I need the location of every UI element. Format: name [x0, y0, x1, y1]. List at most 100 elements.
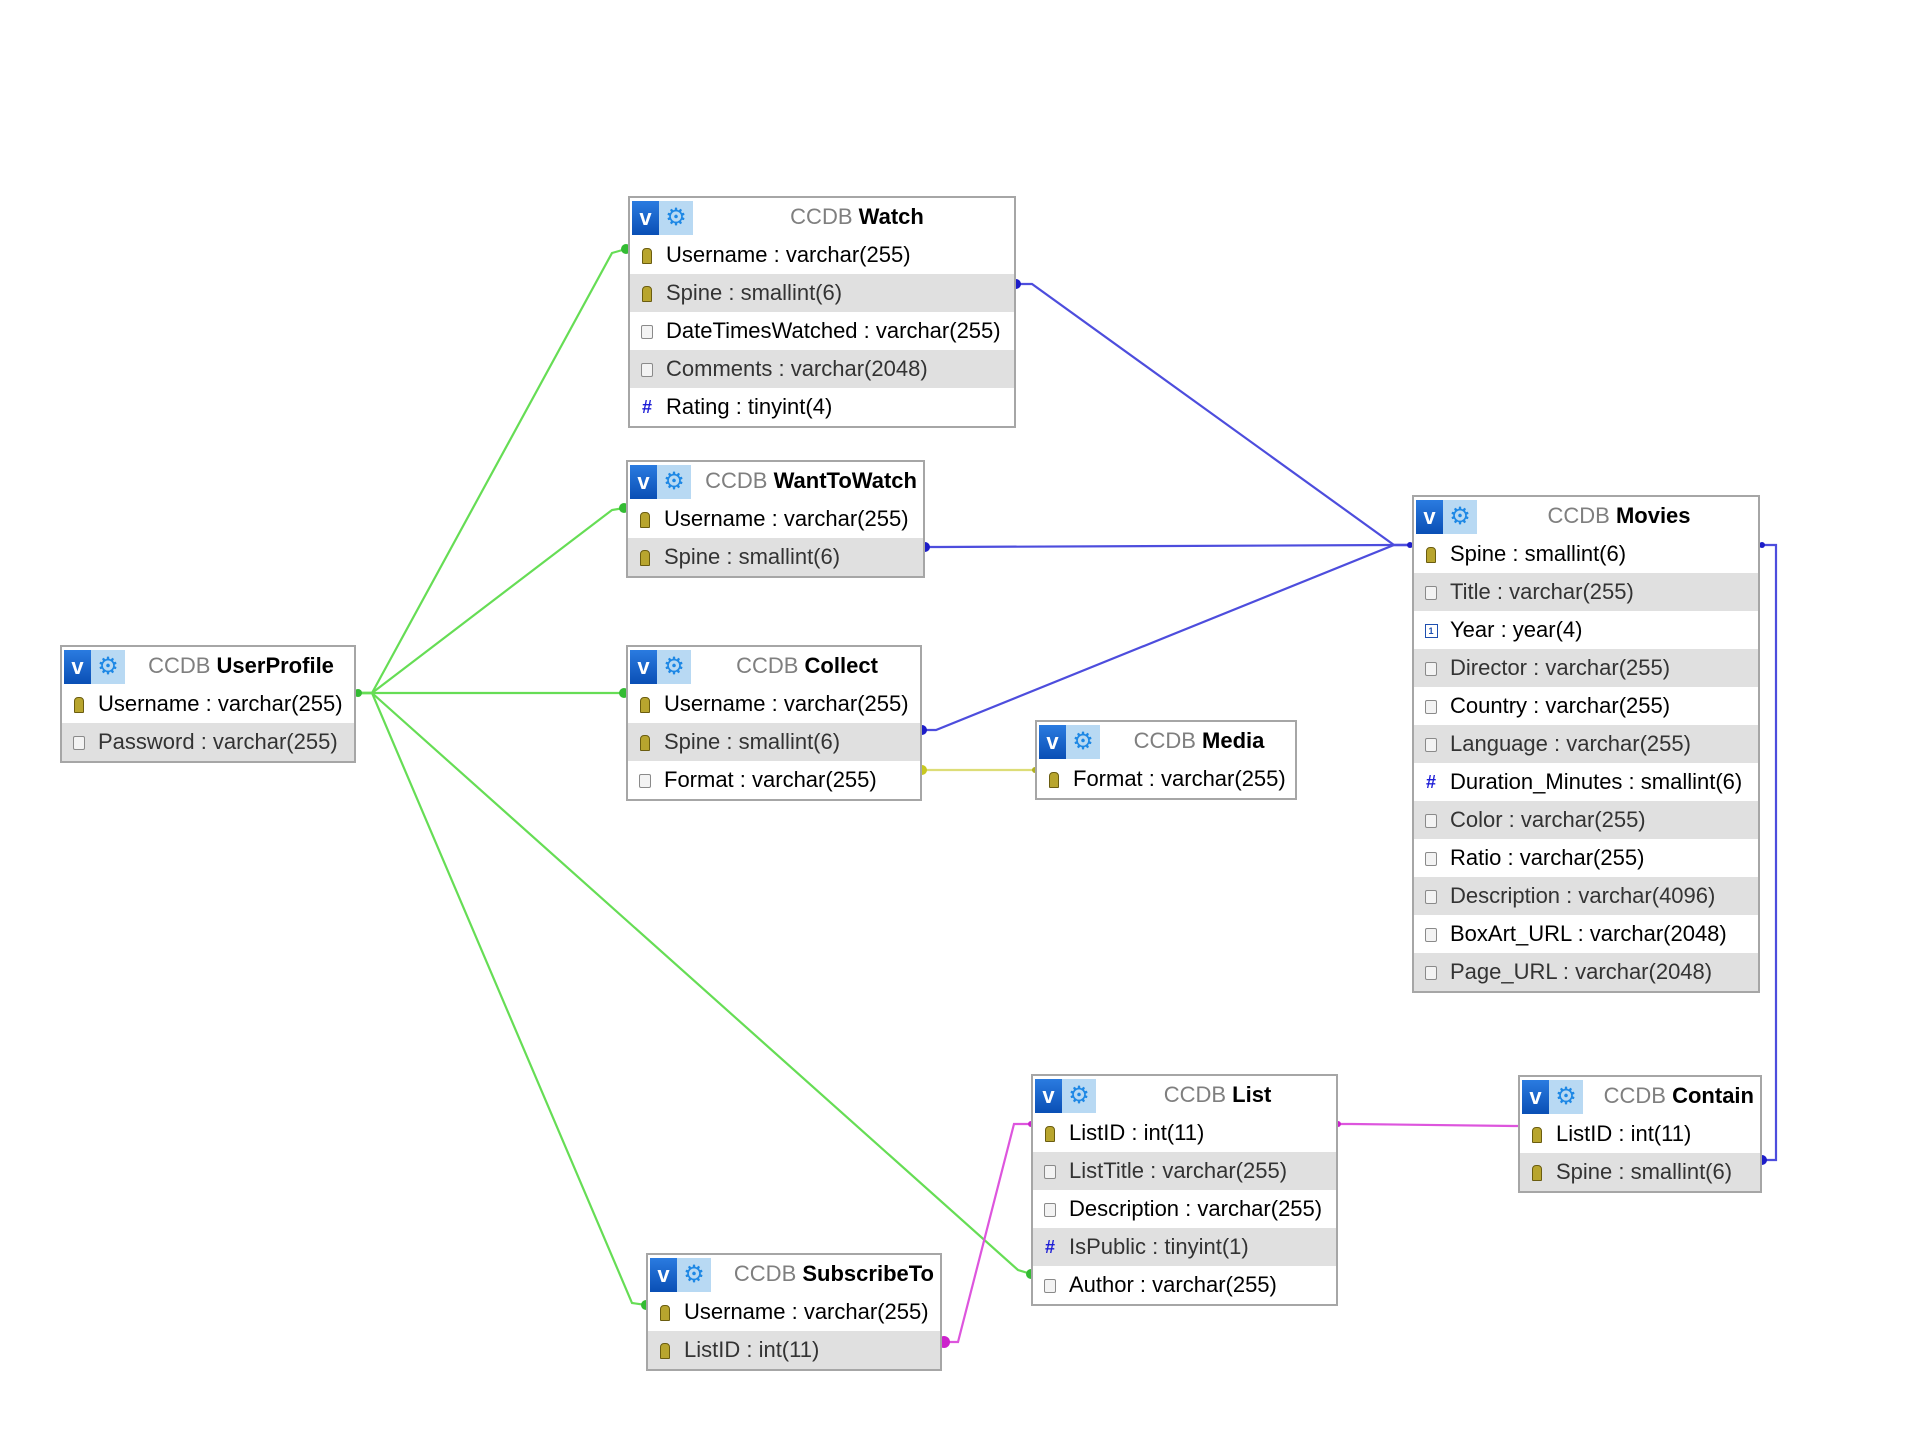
table-list[interactable]: v ⚙ CCDB List ListID : int(11) ListTitle… — [1031, 1074, 1338, 1306]
field-row[interactable]: ListTitle : varchar(255) — [1033, 1152, 1336, 1190]
table-title: CCDB WantToWatch — [705, 468, 917, 493]
field-row[interactable]: Spine : smallint(6) — [1520, 1153, 1760, 1191]
field-row[interactable]: ListID : int(11) — [648, 1331, 940, 1369]
table-header[interactable]: v ⚙ CCDB Collect — [628, 647, 920, 685]
table-wanttowatch[interactable]: v ⚙ CCDB WantToWatch Username : varchar(… — [626, 460, 925, 578]
table-userprofile[interactable]: v ⚙ CCDB UserProfile Username : varchar(… — [60, 645, 356, 763]
gear-icon[interactable]: ⚙ — [1062, 1079, 1096, 1113]
table-header[interactable]: v ⚙ CCDB Media — [1037, 722, 1295, 760]
table-title: CCDB SubscribeTo — [733, 1261, 934, 1286]
field-row[interactable]: Title : varchar(255) — [1414, 573, 1758, 611]
link-subscribeto-list — [944, 1122, 1031, 1344]
field-row[interactable]: Year : year(4) — [1414, 611, 1758, 649]
primary-key-icon — [634, 538, 656, 576]
primary-key-icon — [636, 236, 658, 274]
field-row[interactable]: Description : varchar(255) — [1033, 1190, 1336, 1228]
view-icon[interactable]: v — [1039, 725, 1066, 759]
view-icon[interactable]: v — [64, 650, 91, 684]
field-row[interactable]: #Rating : tinyint(4) — [630, 388, 1014, 426]
primary-key-icon — [1043, 760, 1065, 798]
table-collect[interactable]: v ⚙ CCDB Collect Username : varchar(255)… — [626, 645, 922, 801]
gear-icon[interactable]: ⚙ — [659, 201, 693, 235]
field-row[interactable]: ListID : int(11) — [1520, 1115, 1760, 1153]
table-header[interactable]: v ⚙ CCDB UserProfile — [62, 647, 354, 685]
field-row[interactable]: Director : varchar(255) — [1414, 649, 1758, 687]
view-icon[interactable]: v — [630, 650, 657, 684]
table-header[interactable]: v ⚙ CCDB Watch — [630, 198, 1014, 236]
field-row[interactable]: Username : varchar(255) — [628, 500, 923, 538]
field-row[interactable]: Format : varchar(255) — [628, 761, 920, 799]
field-icon — [1039, 1190, 1061, 1228]
table-header[interactable]: v ⚙ CCDB Movies — [1414, 497, 1758, 535]
view-icon[interactable]: v — [1416, 500, 1443, 534]
field-icon — [634, 761, 656, 799]
view-icon[interactable]: v — [650, 1258, 677, 1292]
numeric-icon: # — [1425, 772, 1436, 792]
link-collect-movies — [922, 543, 1410, 732]
field-row[interactable]: Username : varchar(255) — [62, 685, 354, 723]
table-media[interactable]: v ⚙ CCDB Media Format : varchar(255) — [1035, 720, 1297, 800]
link-userprofile-subscribeto — [358, 691, 647, 1307]
primary-key-icon — [1039, 1114, 1061, 1152]
field-icon — [1420, 687, 1442, 725]
field-icon — [1039, 1266, 1061, 1304]
link-userprofile-wanttowatch — [358, 506, 625, 695]
field-row[interactable]: Spine : smallint(6) — [1414, 535, 1758, 573]
field-row[interactable]: Spine : smallint(6) — [628, 538, 923, 576]
primary-key-icon — [1526, 1115, 1548, 1153]
table-title: CCDB UserProfile — [148, 653, 334, 678]
field-row[interactable]: BoxArt_URL : varchar(2048) — [1414, 915, 1758, 953]
gear-icon[interactable]: ⚙ — [677, 1258, 711, 1292]
gear-icon[interactable]: ⚙ — [657, 465, 691, 499]
year-icon — [1420, 611, 1442, 649]
field-row[interactable]: Username : varchar(255) — [628, 685, 920, 723]
numeric-icon: # — [1044, 1237, 1055, 1257]
view-icon[interactable]: v — [632, 201, 659, 235]
field-icon — [636, 312, 658, 350]
table-subscribeto[interactable]: v ⚙ CCDB SubscribeTo Username : varchar(… — [646, 1253, 942, 1371]
table-contain[interactable]: v ⚙ CCDB Contain ListID : int(11) Spine … — [1518, 1075, 1762, 1193]
field-icon — [1420, 953, 1442, 991]
field-row[interactable]: Username : varchar(255) — [648, 1293, 940, 1331]
table-header[interactable]: v ⚙ CCDB List — [1033, 1076, 1336, 1114]
field-row[interactable]: Format : varchar(255) — [1037, 760, 1295, 798]
field-row[interactable]: Comments : varchar(2048) — [630, 350, 1014, 388]
field-row[interactable]: Color : varchar(255) — [1414, 801, 1758, 839]
gear-icon[interactable]: ⚙ — [1066, 725, 1100, 759]
link-userprofile-list-author — [358, 691, 1032, 1276]
field-row[interactable]: Username : varchar(255) — [630, 236, 1014, 274]
field-row[interactable]: Password : varchar(255) — [62, 723, 354, 761]
field-row[interactable]: Spine : smallint(6) — [630, 274, 1014, 312]
field-row[interactable]: Ratio : varchar(255) — [1414, 839, 1758, 877]
field-row[interactable]: Author : varchar(255) — [1033, 1266, 1336, 1304]
field-row[interactable]: DateTimesWatched : varchar(255) — [630, 312, 1014, 350]
gear-icon[interactable]: ⚙ — [1549, 1080, 1583, 1114]
field-row[interactable]: #IsPublic : tinyint(1) — [1033, 1228, 1336, 1266]
field-icon — [1039, 1152, 1061, 1190]
field-row[interactable]: Page_URL : varchar(2048) — [1414, 953, 1758, 991]
field-row[interactable]: #Duration_Minutes : smallint(6) — [1414, 763, 1758, 801]
view-icon[interactable]: v — [1035, 1079, 1062, 1113]
field-row[interactable]: ListID : int(11) — [1033, 1114, 1336, 1152]
table-header[interactable]: v ⚙ CCDB Contain — [1520, 1077, 1760, 1115]
table-movies[interactable]: v ⚙ CCDB Movies Spine : smallint(6) Titl… — [1412, 495, 1760, 993]
link-list-contain — [1338, 1122, 1528, 1128]
field-row[interactable]: Spine : smallint(6) — [628, 723, 920, 761]
view-icon[interactable]: v — [630, 465, 657, 499]
field-row[interactable]: Description : varchar(4096) — [1414, 877, 1758, 915]
field-row[interactable]: Country : varchar(255) — [1414, 687, 1758, 725]
primary-key-icon — [634, 723, 656, 761]
link-watch-movies — [1016, 282, 1410, 547]
gear-icon[interactable]: ⚙ — [91, 650, 125, 684]
field-row[interactable]: Language : varchar(255) — [1414, 725, 1758, 763]
table-watch[interactable]: v ⚙ CCDB Watch Username : varchar(255) S… — [628, 196, 1016, 428]
primary-key-icon — [654, 1331, 676, 1369]
view-icon[interactable]: v — [1522, 1080, 1549, 1114]
gear-icon[interactable]: ⚙ — [1443, 500, 1477, 534]
primary-key-icon — [634, 685, 656, 723]
link-wanttowatch-movies — [925, 543, 1410, 549]
table-header[interactable]: v ⚙ CCDB WantToWatch — [628, 462, 923, 500]
gear-icon[interactable]: ⚙ — [657, 650, 691, 684]
table-title: CCDB List — [1163, 1082, 1272, 1107]
table-header[interactable]: v ⚙ CCDB SubscribeTo — [648, 1255, 940, 1293]
